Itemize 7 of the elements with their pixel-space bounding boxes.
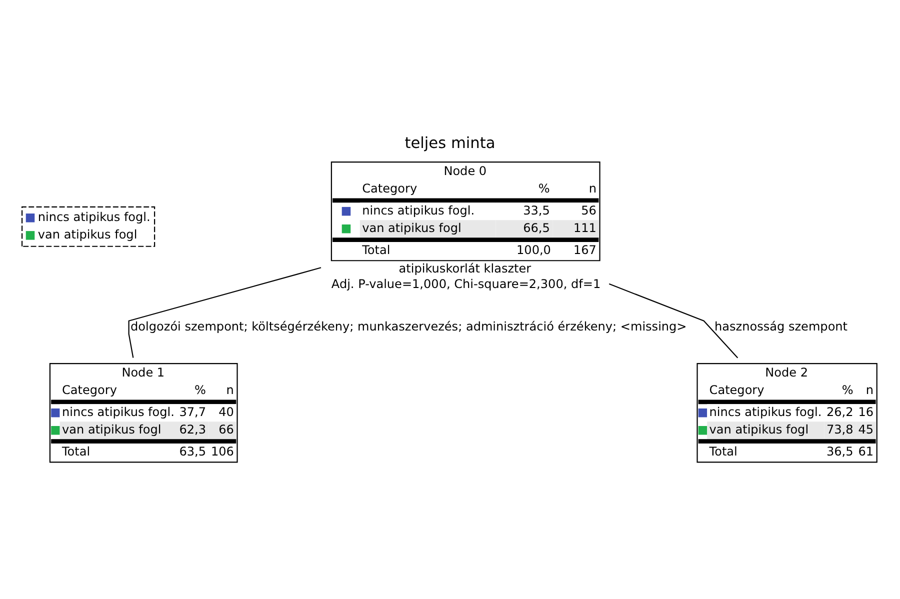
- edge-label: hasznosság szempont: [714, 319, 848, 334]
- node-label: Adj. P-value=1,000, Chi-square=2,300, df=1: [331, 276, 601, 291]
- legend-label: nincs atipikus fogl.: [38, 210, 150, 224]
- edge-label: dolgozói szempont; költségérzékeny; munkaszervezés; adminisztráció érzékeny; <missing>: [130, 319, 687, 334]
- legend-label: van atipikus fogl: [38, 227, 138, 242]
- node-label: atipikuskorlát klaszter: [398, 261, 532, 276]
- diagram-title: teljes minta: [404, 134, 496, 152]
